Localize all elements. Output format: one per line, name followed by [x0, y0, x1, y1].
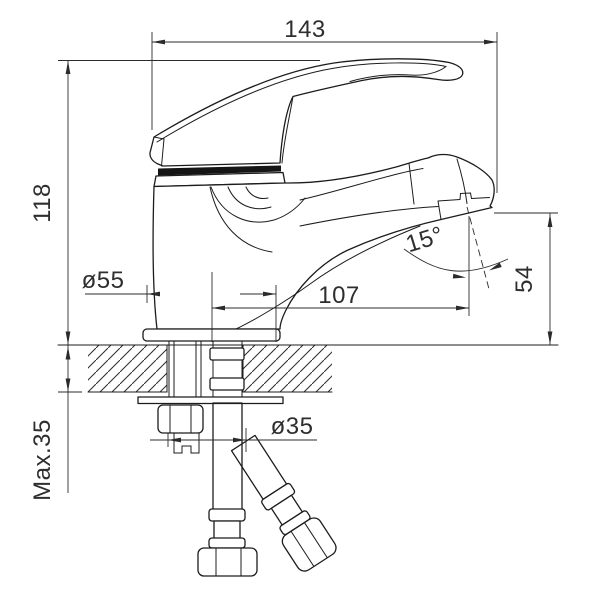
dim-107-label: 107: [318, 282, 360, 309]
dim-107: 107: [211, 272, 469, 342]
angled-hose-nut: [281, 517, 337, 572]
counter-slab-left: [88, 345, 167, 392]
faucet-body: [142, 58, 495, 342]
dim-118: 118: [29, 60, 320, 345]
dim-118-label: 118: [29, 183, 56, 223]
body-and-spout: [152, 153, 495, 330]
aerator: [437, 197, 490, 220]
mounting-washer-plate: [137, 396, 284, 405]
straight-hose-nut: [197, 547, 258, 577]
hose-collar-lower: [209, 377, 245, 391]
straight-hose-braid: [212, 402, 243, 511]
cartridge-band: [158, 165, 281, 176]
mounting-nut: [157, 404, 204, 434]
dim-max35: Max.35: [29, 345, 82, 501]
stream-direction-line: [466, 206, 490, 290]
dim-dia35-label: ø35: [271, 413, 314, 440]
countertop-section: [57, 344, 559, 393]
faucet-handle: [149, 58, 464, 167]
dim-54-label: 54: [511, 265, 538, 293]
dim-dia55-label: ø55: [82, 267, 125, 294]
dim-max35-label: Max.35: [29, 419, 56, 501]
supply-hoses: [197, 402, 337, 577]
angled-supply-hose: [230, 434, 337, 572]
mounting-hardware: [137, 340, 284, 454]
dim-54: 54: [494, 212, 558, 345]
angle-arc: [403, 248, 509, 272]
dim-dia55: ø55: [82, 267, 277, 342]
threaded-stud-end: [173, 432, 200, 454]
hose-collar-upper: [209, 347, 245, 361]
dim-143: 143: [151, 16, 498, 193]
escutcheon-flange: [142, 328, 281, 342]
counter-slab-right: [243, 345, 332, 392]
dim-dia35: ø35: [150, 413, 317, 452]
straight-supply-hose: [197, 402, 258, 577]
dim-143-label: 143: [284, 16, 326, 43]
dimension-annotations: 143 118 Max.35 ø55: [29, 16, 558, 501]
